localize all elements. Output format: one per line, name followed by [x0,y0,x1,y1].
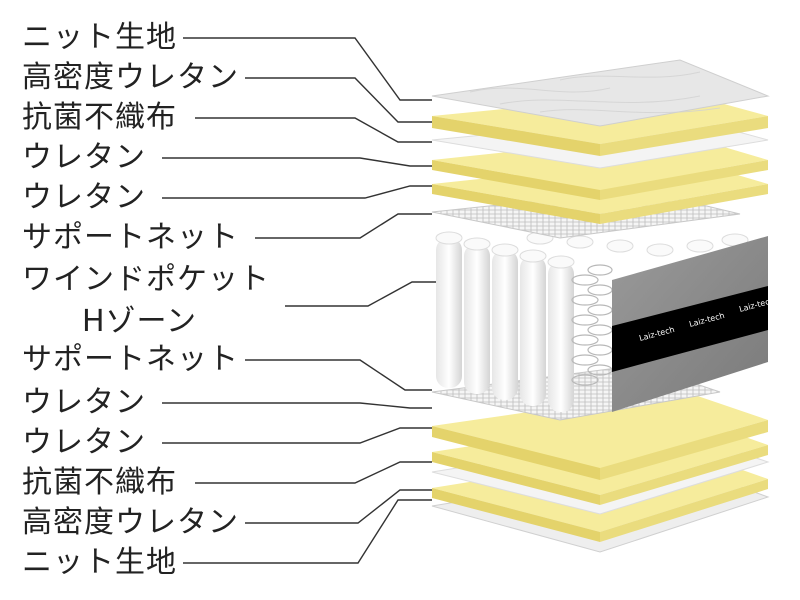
pocket-coils [435,231,749,412]
label-h-zone: Hゾーン [82,304,198,339]
label-support-net-top: サポートネット [22,220,239,255]
bottom-urethane-2-side [432,452,600,505]
top-urethane-1-side [432,160,600,200]
bottom-hd-urethane-side2 [600,479,768,542]
top-urethane-1-side2 [600,160,768,200]
bottom-hd-urethane-side [432,488,600,542]
top-urethane-2-side [432,184,600,224]
label-nonwoven-bottom: 抗菌不織布 [22,465,177,500]
label-urethane-bottom-1: ウレタン [22,385,146,420]
label-urethane-bottom-2: ウレタン [22,425,146,460]
label-urethane-top-2: ウレタン [22,180,146,215]
label-wind-pocket: ワインドポケット [22,262,270,297]
label-nonwoven-top: 抗菌不織布 [22,100,177,135]
label-knit-top: ニット生地 [22,20,177,55]
top-knit-layer [431,59,770,127]
side-band [612,286,768,372]
bottom-urethane-1-top [432,390,768,468]
label-hd-urethane-top: 高密度ウレタン [22,60,239,95]
top-hd-urethane-side2 [600,116,768,156]
bottom-urethane-1-side [432,426,600,480]
bottom-urethane-1-side2 [600,420,768,480]
label-knit-bottom: ニット生地 [22,545,177,580]
top-urethane-2-side2 [600,184,768,224]
label-urethane-top-1: ウレタン [22,140,146,175]
label-support-net-bottom: サポートネット [22,342,239,377]
leader-lines [162,37,436,564]
bottom-urethane-2-side2 [600,445,768,505]
top-hd-urethane-side [432,116,600,156]
label-hd-urethane-bottom: 高密度ウレタン [22,505,239,540]
